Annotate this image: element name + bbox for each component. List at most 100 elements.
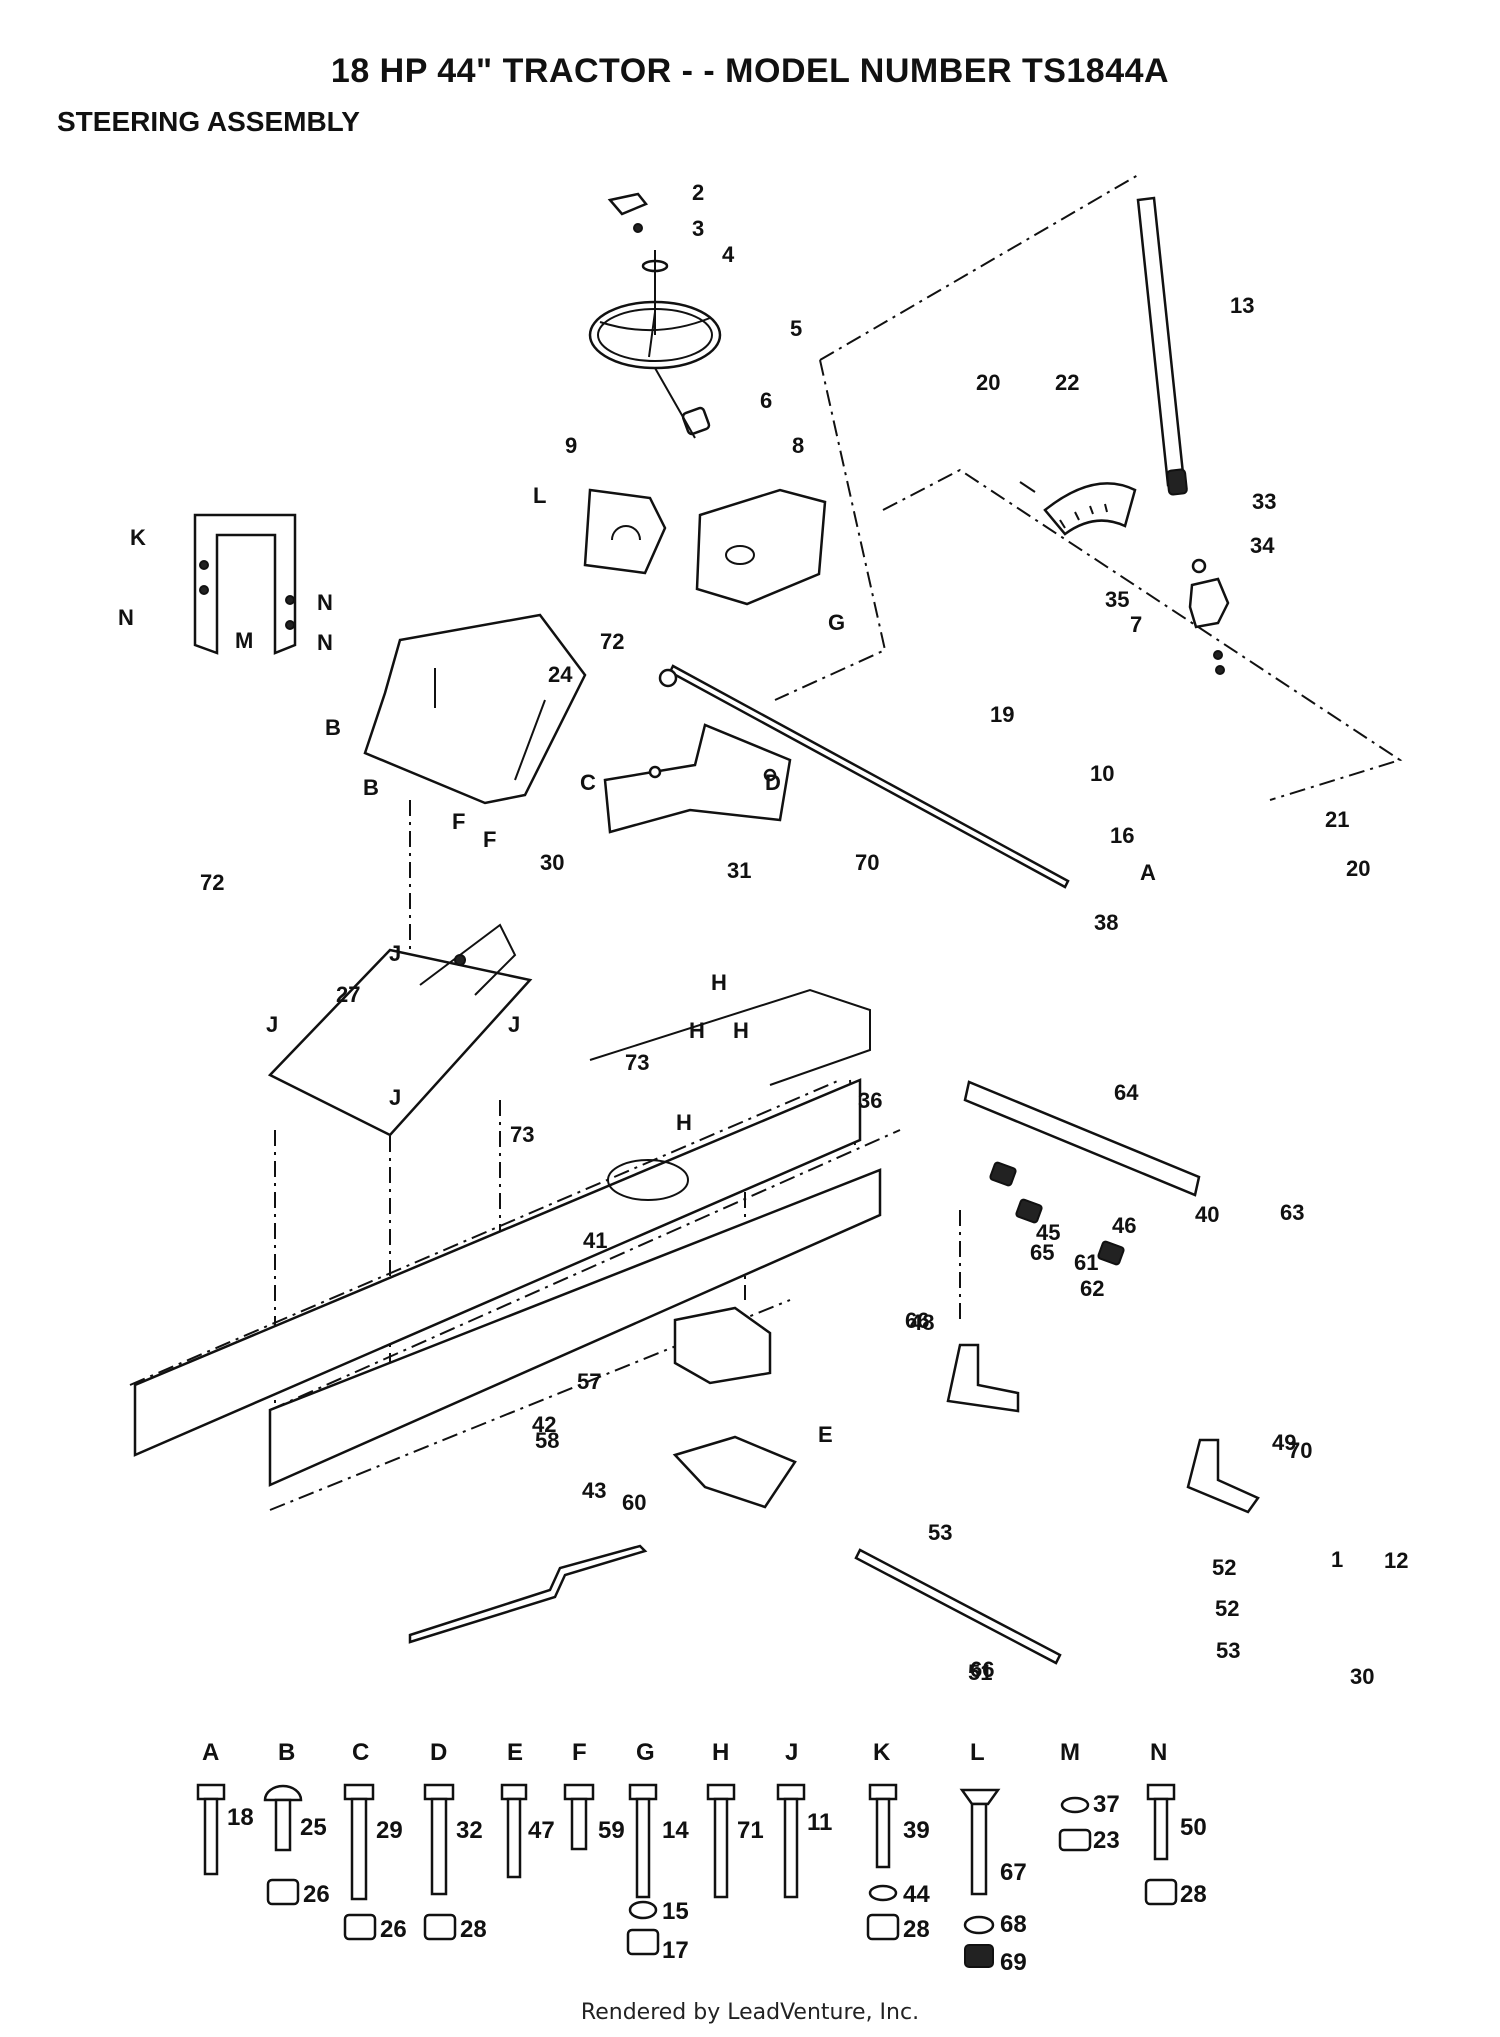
- callout: 64: [1114, 1080, 1139, 1105]
- legend-part: 14: [662, 1817, 689, 1844]
- callout: 38: [1094, 910, 1118, 935]
- callout: 9: [565, 433, 577, 458]
- callout: 4: [722, 242, 735, 267]
- legend-letter: A: [202, 1739, 219, 1766]
- legend-letter: N: [1150, 1739, 1167, 1766]
- callout: 16: [1110, 823, 1134, 848]
- callout: 40: [1195, 1202, 1219, 1227]
- legend-part: 18: [227, 1804, 254, 1831]
- callout: 31: [727, 858, 751, 883]
- bolt-icon: [706, 1783, 736, 1899]
- callout: 52: [1215, 1596, 1239, 1621]
- ref-letter: J: [389, 941, 401, 966]
- legend-part: 25: [300, 1814, 327, 1841]
- callout: 5: [790, 316, 802, 341]
- callout: 49: [1272, 1430, 1296, 1455]
- left-spindle: [946, 1343, 1020, 1413]
- legend-letter: L: [970, 1739, 985, 1766]
- hex-nut-icon: [626, 1928, 660, 1956]
- legend-letter: K: [873, 1739, 891, 1766]
- mount-bracket: [363, 613, 587, 805]
- tractor-frame: [133, 1078, 862, 1457]
- callout: 66: [905, 1308, 929, 1333]
- callout: 6: [760, 388, 772, 413]
- callout: 8: [792, 433, 804, 458]
- floor-plate: [267, 948, 533, 1137]
- steering-wheel-group: [583, 192, 827, 606]
- callout: 43: [582, 1478, 606, 1503]
- legend-letter: C: [352, 1739, 369, 1766]
- legend-letter: F: [572, 1739, 587, 1766]
- legend-part: 23: [1093, 1827, 1120, 1854]
- ref-letter: G: [828, 610, 845, 635]
- drag-link: [668, 664, 1070, 889]
- washer-icon: [963, 1915, 995, 1935]
- callout: 12: [1384, 1548, 1408, 1573]
- front-axle: [963, 1080, 1201, 1197]
- legend-part: 68: [1000, 1911, 1027, 1938]
- callout: 72: [200, 870, 224, 895]
- callout: 53: [928, 1520, 952, 1545]
- callout: 46: [1112, 1213, 1136, 1238]
- ref-letter: H: [733, 1018, 749, 1043]
- legend-part: 50: [1180, 1814, 1207, 1841]
- bolt-icon: [1146, 1783, 1176, 1861]
- callout-numbers: 2 3 4 5 6 7 8 9 10 13 16 19 20 21 20 22 …: [200, 180, 1408, 1689]
- legend-part: 17: [662, 1937, 689, 1964]
- legend-letter: J: [785, 1739, 798, 1766]
- legend-letters: A B C D E F G H J K L M N: [202, 1739, 1167, 1766]
- washer-icon: [628, 1900, 658, 1920]
- legend-part-numbers: 18 25 26 29 26 32 28 47 59 14 15 17 71 1…: [227, 1791, 1207, 1976]
- callout: 72: [600, 629, 624, 654]
- lock-nut-icon: [964, 1944, 994, 1968]
- u-bracket: [193, 513, 297, 655]
- reference-letters: K N M N N L B B C D F F G A J J J J H H …: [118, 483, 1156, 1447]
- callout: 1: [1331, 1547, 1343, 1572]
- page-title: 18 HP 44" TRACTOR - - MODEL NUMBER TS184…: [330, 52, 1170, 90]
- ref-letter: D: [765, 770, 781, 795]
- legend-part: 67: [1000, 1859, 1027, 1886]
- section-title: STEERING ASSEMBLY: [57, 106, 360, 137]
- steering-shaft: [1136, 196, 1186, 487]
- countersunk-bolt-icon: [959, 1788, 1001, 1896]
- callout: 45: [1036, 1220, 1060, 1245]
- callout: 2: [692, 180, 704, 205]
- cap-part: [607, 192, 649, 216]
- steering-plate: [583, 488, 667, 575]
- steering-shaft-group: [1019, 196, 1230, 675]
- carriage-bolt-icon: [263, 1784, 303, 1852]
- ref-letter: N: [118, 605, 134, 630]
- legend-part: 59: [598, 1817, 625, 1844]
- hex-nut-icon: [423, 1913, 457, 1941]
- hex-nut-icon: [866, 1913, 900, 1941]
- callout: 20: [1346, 856, 1370, 881]
- frame-rail: [268, 1168, 882, 1487]
- footer-credit: Rendered by LeadVenture, Inc.: [580, 2000, 920, 2025]
- ref-letter: H: [711, 970, 727, 995]
- callout: 41: [583, 1228, 607, 1253]
- ref-letter: F: [452, 809, 465, 834]
- legend-part: 39: [903, 1817, 930, 1844]
- legend-letter: E: [507, 1739, 523, 1766]
- callout: 73: [510, 1122, 534, 1147]
- legend-part: 28: [903, 1916, 930, 1943]
- hex-nut-icon: [343, 1913, 377, 1941]
- lock-washer-icon: [1060, 1796, 1090, 1814]
- ref-letter: K: [130, 525, 146, 550]
- bolt-icon: [628, 1783, 658, 1899]
- ref-letter: E: [818, 1422, 833, 1447]
- hex-nut-icon: [1144, 1878, 1178, 1906]
- pitman-plate: [603, 723, 792, 834]
- legend-part: 47: [528, 1817, 555, 1844]
- nut-part: [633, 223, 643, 233]
- callout: 27: [336, 982, 360, 1007]
- legend-part: 28: [1180, 1881, 1207, 1908]
- callout: 65: [1030, 1240, 1054, 1265]
- bolt-icon: [500, 1783, 528, 1879]
- legend-part: 69: [1000, 1949, 1027, 1976]
- callout: 20: [976, 370, 1000, 395]
- ref-letter: C: [580, 770, 596, 795]
- callout: 66: [970, 1657, 994, 1682]
- callout: 30: [1350, 1664, 1374, 1689]
- ref-letter: N: [317, 590, 333, 615]
